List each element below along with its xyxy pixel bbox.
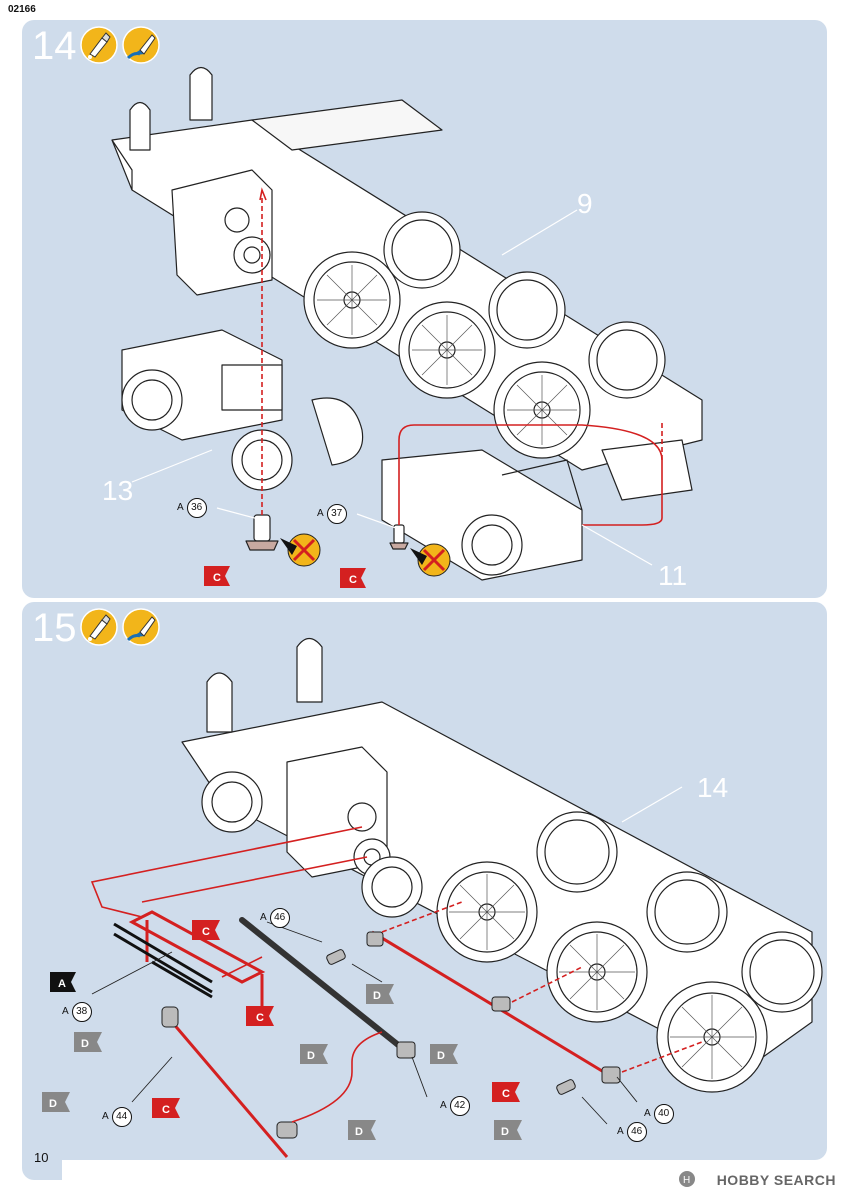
step-14-panel: 14 [22, 20, 827, 598]
sprue-flag-d [430, 1044, 458, 1064]
glue-tube-icon [80, 26, 118, 64]
no-paint-icon [410, 543, 451, 577]
svg-text:D: D [49, 1098, 57, 1110]
svg-text:H: H [683, 1175, 690, 1186]
callout-11: 11 [658, 560, 688, 591]
svg-text:C: C [202, 926, 210, 938]
hobby-search-logo-icon: H [679, 1171, 695, 1187]
sprue-flag-c: C [246, 1006, 274, 1026]
step-15-illustration: C C C C A D D D D D D D [42, 637, 823, 1158]
svg-text:D: D [501, 1126, 509, 1138]
callout-9: 9 [577, 188, 593, 219]
svg-text:D: D [81, 1038, 89, 1050]
svg-text:C: C [502, 1088, 510, 1100]
sprue-flag-a: A [50, 972, 76, 992]
step-14-illustration: C C [111, 66, 703, 588]
paint-brush-icon [122, 26, 160, 64]
svg-text:C: C [162, 1104, 170, 1116]
svg-text:C: C [349, 574, 357, 586]
sprue-flag-c: C [152, 1098, 180, 1118]
sprue-flag-d [42, 1092, 70, 1112]
sprue-flag-d [366, 984, 394, 1004]
step-number: 15 [32, 606, 77, 650]
sprue-flag-c: C [192, 920, 220, 940]
glue-tube-icon [80, 608, 118, 646]
step-15-panel: 15 [22, 602, 827, 1160]
sprue-flag-d [494, 1120, 522, 1140]
sprue-flag-d [300, 1044, 328, 1064]
svg-text:D: D [373, 990, 381, 1002]
sprue-flag-c: C [204, 566, 230, 586]
svg-text:D: D [437, 1050, 445, 1062]
callout-14: 14 [697, 772, 729, 803]
svg-text:D: D [355, 1126, 363, 1138]
sprue-flag-d [74, 1032, 102, 1052]
document-code: 02166 [8, 4, 36, 15]
sprue-flag-d [348, 1120, 376, 1140]
page-number-tab [22, 1140, 62, 1180]
step-number: 14 [32, 24, 77, 68]
watermark: HOBBY SEARCH [716, 1172, 836, 1188]
svg-text:C: C [256, 1012, 264, 1024]
sprue-flag-c: C [492, 1082, 520, 1102]
paint-brush-icon [122, 608, 160, 646]
svg-text:A: A [58, 978, 66, 990]
svg-text:D: D [307, 1050, 315, 1062]
svg-text:C: C [213, 572, 221, 584]
page-number: 10 [34, 1150, 49, 1165]
callout-13: 13 [102, 475, 134, 506]
no-glue-icon [280, 533, 321, 567]
sprue-flag-c: C [340, 568, 366, 588]
